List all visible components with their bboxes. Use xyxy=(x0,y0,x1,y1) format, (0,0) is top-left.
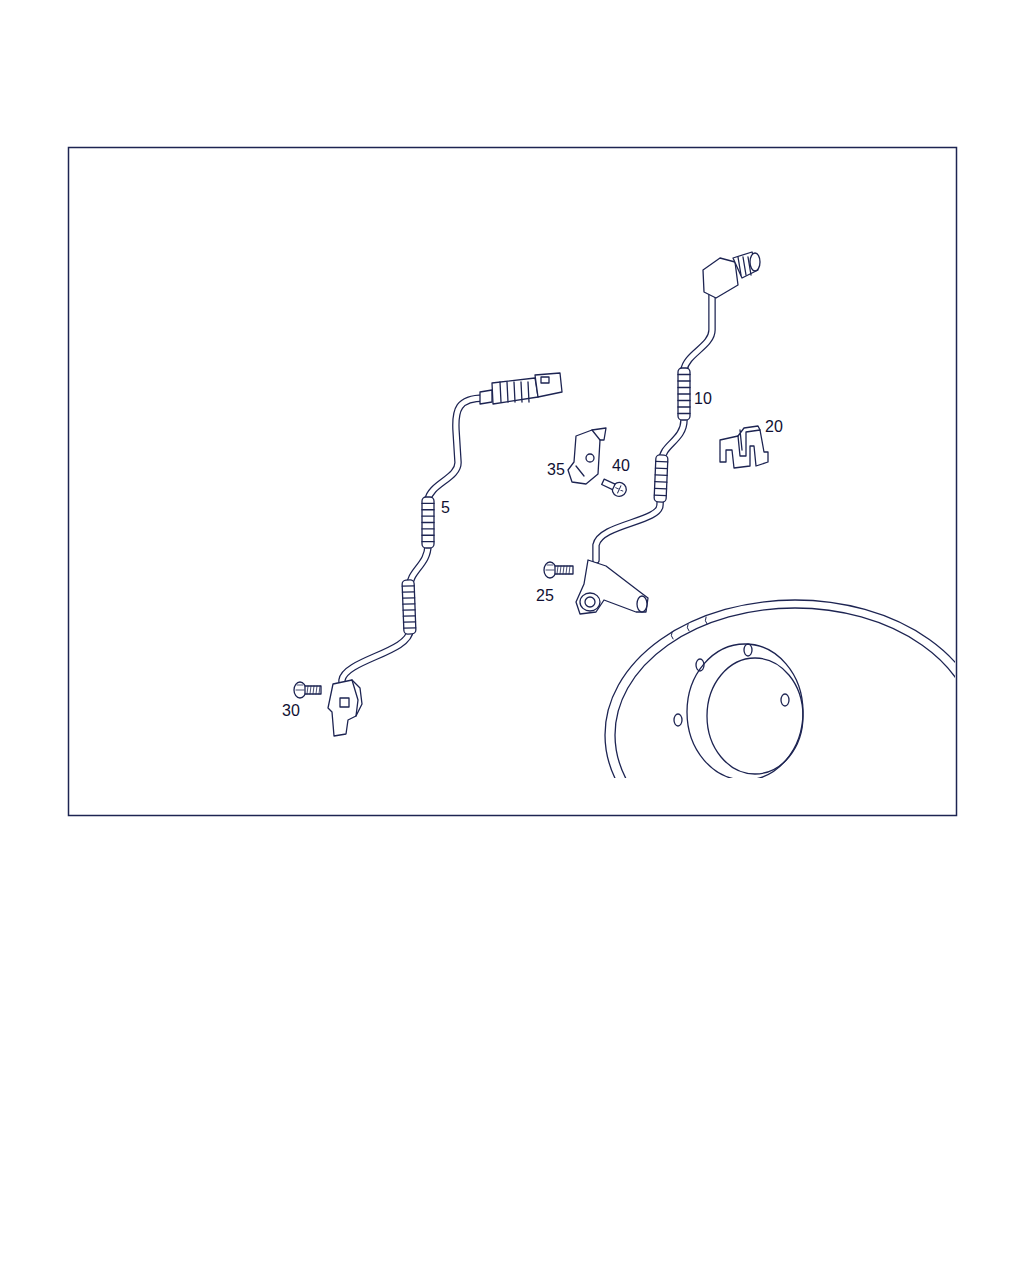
frame xyxy=(69,148,957,816)
cable-grommet xyxy=(422,497,434,548)
sensor-cable-core xyxy=(596,292,712,560)
callout-number: 5 xyxy=(441,500,450,516)
sensor-cable-core xyxy=(342,398,484,690)
cable-grommet xyxy=(402,580,416,634)
holder-bracket xyxy=(568,428,606,484)
callout-number: 35 xyxy=(547,462,565,478)
wheel-speed-sensor xyxy=(576,560,648,614)
cable-clip xyxy=(720,426,768,468)
callout-number: 30 xyxy=(282,703,300,719)
cable-grommet xyxy=(678,368,690,420)
bolt xyxy=(294,682,321,698)
callout-number: 20 xyxy=(765,419,783,435)
sensor-cable xyxy=(596,292,712,560)
callout-number: 25 xyxy=(536,588,554,604)
wheel-speed-sensor xyxy=(328,680,362,736)
brake-disc xyxy=(605,600,955,778)
callout-number: 10 xyxy=(694,391,712,407)
cable-grommet xyxy=(654,455,668,503)
cable-connector xyxy=(703,252,760,298)
sensor-cable xyxy=(342,398,484,690)
callout-number: 40 xyxy=(612,458,630,474)
cable-connector xyxy=(480,373,562,404)
screw xyxy=(600,475,629,498)
bolt xyxy=(544,562,573,578)
